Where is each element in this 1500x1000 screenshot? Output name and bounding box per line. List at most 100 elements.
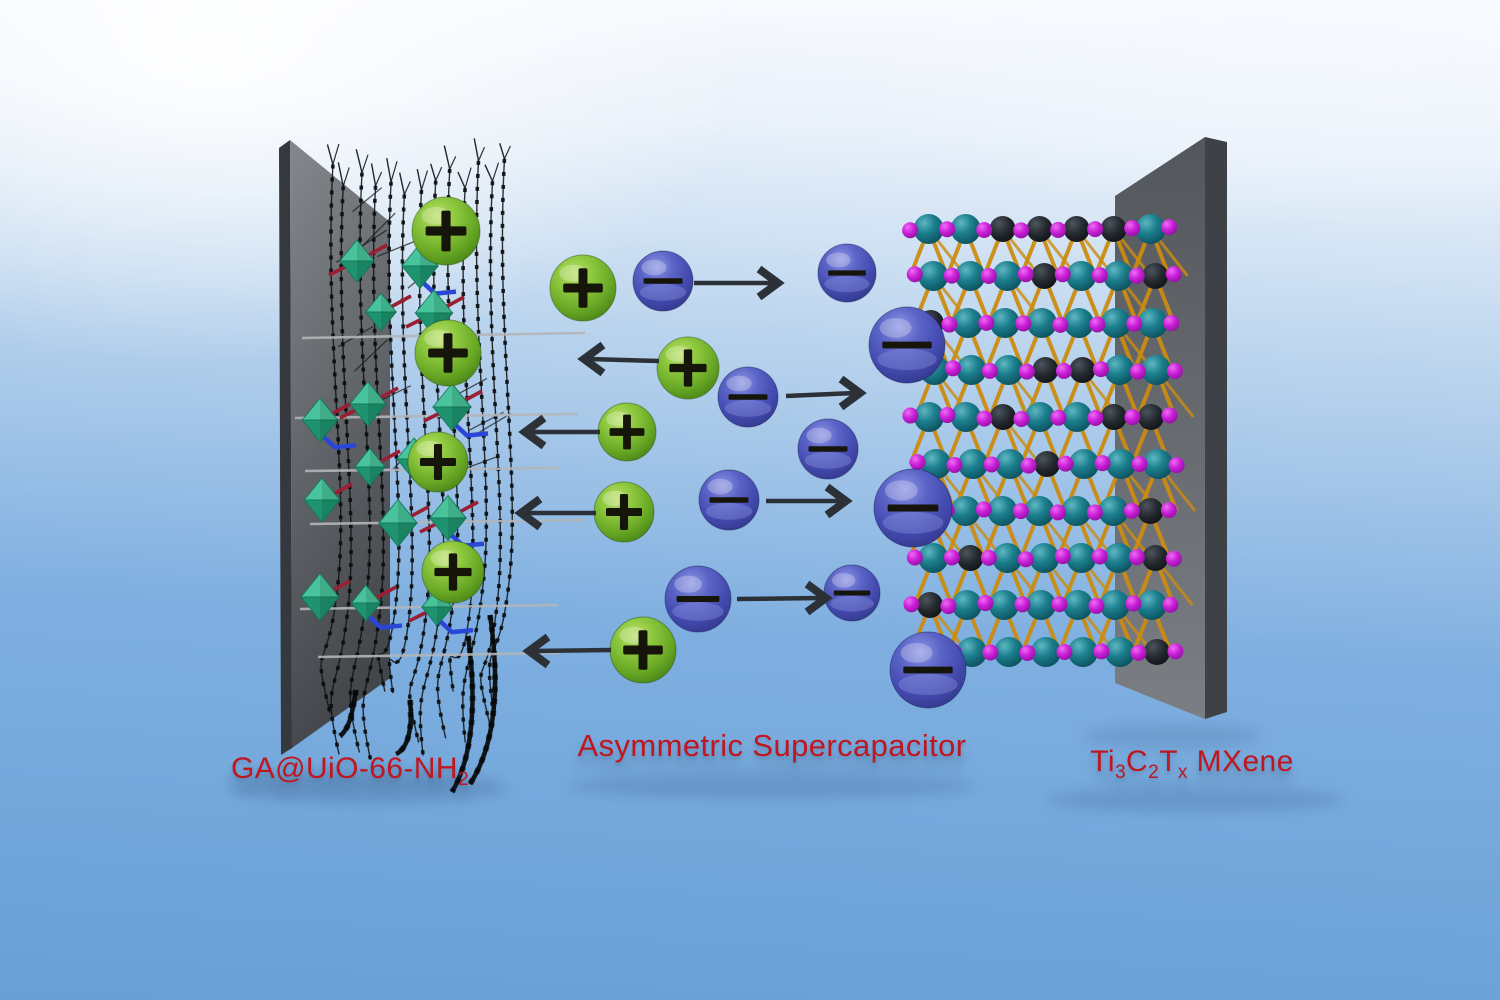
surface-termination-atom [1129,363,1146,380]
titanium-atom [950,402,981,432]
surface-termination-atom [980,267,997,284]
titanium-atom [1066,543,1097,573]
surface-termination-atom [1126,315,1143,332]
titanium-atom [1024,402,1055,432]
minus-symbol [676,596,720,602]
aerogel-crosslink [362,212,396,247]
surface-termination-atom [1054,548,1071,565]
surface-termination-atom [1013,222,1030,239]
surface-termination-atom [1017,266,1034,283]
minus-symbol [709,497,749,503]
anion [664,565,732,633]
carbon-atom [1100,216,1127,242]
titanium-atom [1104,355,1135,385]
shadow-blob [1045,788,1345,812]
mof-zr-cluster [350,584,403,630]
surface-termination-atom [902,407,919,424]
carbon-atom [1032,357,1059,383]
ion-migration-arrow [694,265,785,301]
surface-termination-atom [1054,266,1071,283]
minus-symbol [828,270,866,276]
surface-termination-atom [981,362,998,379]
titanium-atom [1063,308,1094,338]
surface-termination-atom [976,221,993,238]
mof-zr-cluster [303,477,353,523]
surface-termination-atom [1018,363,1035,380]
anion-docked [889,631,967,709]
surface-termination-atom [980,549,997,566]
mof-zr-cluster [354,447,401,487]
surface-termination-atom [906,549,923,566]
surface-termination-atom [1124,220,1141,237]
titanium-atom [958,449,989,479]
anion [817,243,877,303]
titanium-atom [1103,261,1134,291]
carbon-atom [957,545,984,571]
anion-docked [873,468,953,548]
surface-termination-atom [1092,361,1109,378]
aerogel-hanging-curl [338,689,359,738]
surface-termination-atom [1017,551,1034,568]
surface-termination-atom [1160,502,1177,519]
cathode-label-part: T [1159,745,1178,778]
surface-termination-atom [1166,363,1183,380]
ion-migration-arrow [514,495,596,531]
mof-linker-blue [452,421,489,438]
surface-termination-atom [943,549,960,566]
titanium-atom [921,449,952,479]
titanium-atom [993,637,1024,667]
left-electrode [279,138,586,794]
surface-termination-atom [1162,596,1179,613]
titanium-atom [1106,449,1137,479]
titanium-atom [1098,496,1129,526]
cation [593,481,655,543]
ion-migration-arrow [736,580,833,616]
arrow-head [514,495,543,531]
carbon-atom [1142,263,1169,289]
titanium-atom [1061,496,1092,526]
surface-termination-atom [982,644,999,661]
mof-linker-blue [420,280,457,297]
right-current-collector-edge [1205,137,1227,719]
surface-termination-atom [906,266,923,283]
arrow-head [518,414,547,450]
minus-symbol [882,341,932,349]
arrow-head [838,375,867,411]
cathode-electrode-label: Ti3C2Tx MXene [1090,745,1293,784]
surface-termination-atom [1052,316,1069,333]
titanium-atom [1103,543,1134,573]
mof-linker-blue [320,433,357,450]
titanium-atom [1135,214,1166,244]
shadow-blob [228,772,508,804]
titanium-atom [918,261,949,291]
minus-symbol [643,278,683,284]
anode-label-subscript: 2 [457,769,470,790]
surface-termination-atom [983,456,1000,473]
surface-termination-atom [1091,267,1108,284]
surface-termination-atom [1165,266,1182,283]
titanium-atom [913,214,944,244]
shadow-blob [1082,724,1262,748]
mof-zr-cluster [364,292,412,332]
anode-label-text: GA@UiO-66-NH [230,752,458,785]
ion-migration-arrow [785,375,867,411]
surface-termination-atom [1019,644,1036,661]
cathode-label-part: MXene [1187,745,1294,778]
minus-symbol [903,666,953,674]
mof-zr-cluster [300,572,351,622]
arrow-head [824,483,853,519]
titanium-atom [1069,449,1100,479]
mof-zr-cluster [423,382,489,438]
titanium-atom [951,590,982,620]
carbon-atom [1034,451,1061,477]
surface-termination-atom [1020,457,1037,474]
surface-termination-atom [1168,457,1185,474]
titanium-atom [1099,590,1130,620]
ion-migration-arrow [766,483,853,519]
carbon-atom [989,216,1016,242]
cathode-label-part: Ti [1090,745,1115,778]
titanium-atom [987,496,1018,526]
minus-symbol [887,504,939,512]
